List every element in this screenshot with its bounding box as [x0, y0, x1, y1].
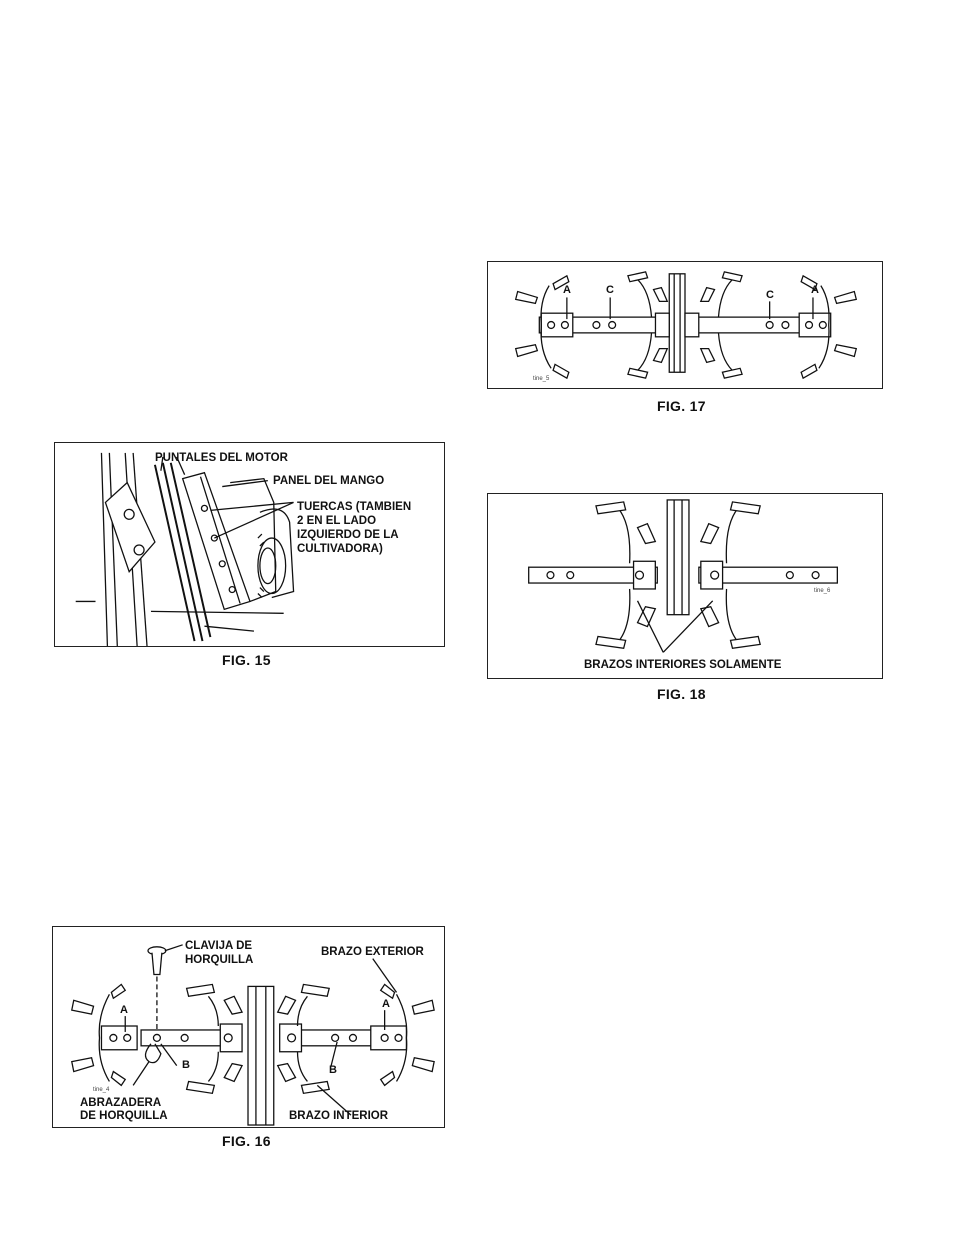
fig17-label-a-left: A	[563, 284, 571, 296]
figure-16-box: CLAVIJA DE HORQUILLA BRAZO EXTERIOR A A …	[52, 926, 445, 1128]
fig17-label-c-right: C	[766, 289, 774, 301]
fig18-tag: tine_6	[814, 588, 830, 594]
fig16-label-hairpin-2: DE HORQUILLA	[80, 1110, 168, 1123]
figure-18-box: tine_6 BRAZOS INTERIORES SOLAMENTE	[487, 493, 883, 679]
fig16-label-a-left: A	[120, 1004, 128, 1016]
fig15-label-nuts-4: CULTIVADORA)	[297, 543, 383, 556]
figure-17-box: A C C A tine_5	[487, 261, 883, 389]
fig15-label-nuts-1: TUERCAS (TAMBIEN	[297, 501, 411, 514]
fig16-label-b-right: B	[329, 1064, 337, 1076]
fig16-label-clevis-pin-1: CLAVIJA DE	[185, 940, 252, 953]
fig15-label-handle-panel: PANEL DEL MANGO	[273, 475, 384, 488]
figure-17-drawing	[488, 262, 882, 388]
figure-15-box: PUNTALES DEL MOTOR PANEL DEL MANGO TUERC…	[54, 442, 445, 647]
fig15-label-nuts-3: IZQUIERDO DE LA	[297, 529, 399, 542]
fig16-label-b-left: B	[182, 1059, 190, 1071]
fig18-caption: FIG. 18	[657, 686, 706, 702]
fig16-label-outer-arm: BRAZO EXTERIOR	[321, 946, 424, 959]
fig18-label-inner-arms-only: BRAZOS INTERIORES SOLAMENTE	[584, 659, 781, 672]
fig15-label-engine-struts: PUNTALES DEL MOTOR	[155, 452, 288, 465]
fig17-label-c-left: C	[606, 284, 614, 296]
fig17-tag: tine_5	[533, 376, 549, 382]
fig15-caption: FIG. 15	[222, 652, 271, 668]
fig16-label-inner-arm: BRAZO INTERIOR	[289, 1110, 388, 1123]
figure-15-drawing	[55, 443, 444, 646]
fig16-label-hairpin-1: ABRAZADERA	[80, 1097, 161, 1110]
fig16-caption: FIG. 16	[222, 1133, 271, 1149]
fig16-label-clevis-pin-2: HORQUILLA	[185, 954, 253, 967]
fig17-caption: FIG. 17	[657, 398, 706, 414]
figure-18-drawing	[488, 494, 882, 678]
fig16-label-a-right: A	[382, 998, 390, 1010]
fig16-tag: tine_4	[93, 1087, 109, 1093]
fig17-label-a-right: A	[811, 284, 819, 296]
fig15-label-nuts-2: 2 EN EL LADO	[297, 515, 376, 528]
